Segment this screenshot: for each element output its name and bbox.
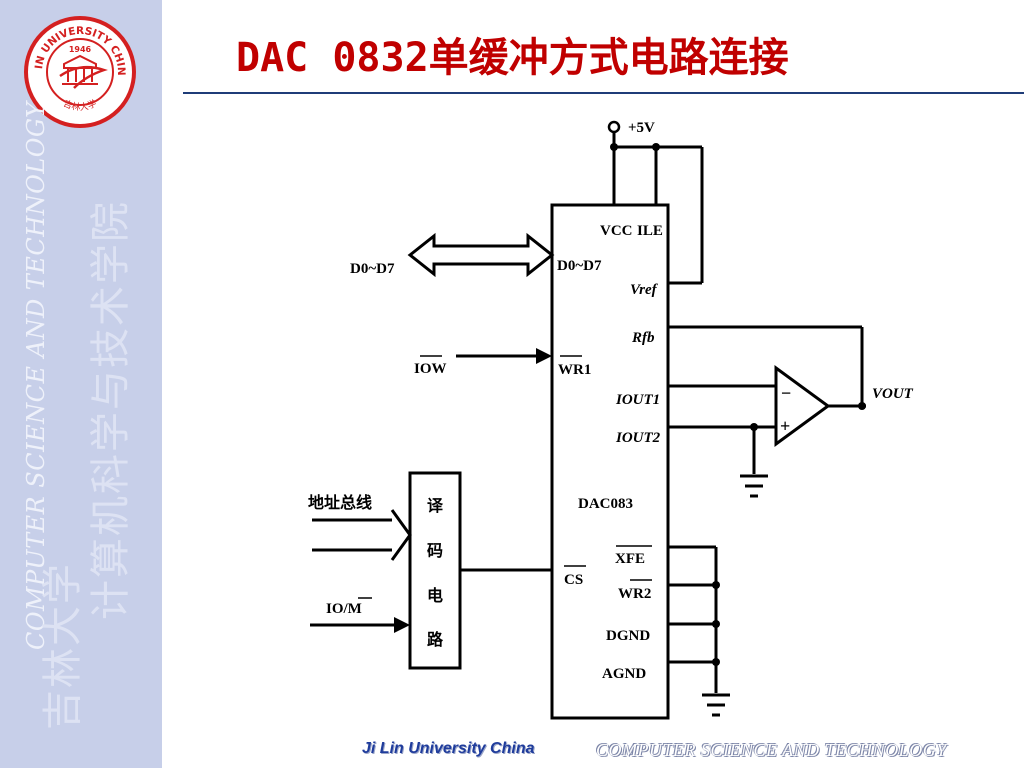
pin-vref-label: Vref — [630, 282, 659, 298]
university-logo-icon: JILIN UNIVERSITY CHINA 1946 吉林大学 — [24, 16, 136, 128]
pin-ile-label: ILE — [637, 223, 663, 239]
chip-name-label: DAC083 — [578, 496, 633, 512]
decoder-char-2: 码 — [427, 542, 443, 560]
decoder-char-3: 电 — [427, 586, 443, 605]
op-amp-symbol — [774, 365, 831, 447]
decoder-char-4: 路 — [427, 630, 444, 649]
supply-label: +5V — [628, 120, 655, 136]
data-bus-bidirectional-arrow — [407, 232, 555, 278]
iow-arrowhead — [536, 348, 552, 364]
opamp-minus-label: − — [781, 383, 791, 403]
pin-vcc-label: VCC — [600, 223, 633, 239]
pin-data-label: D0~D7 — [557, 258, 602, 274]
dac-chip-body — [550, 203, 670, 720]
pin-rfb-label: Rfb — [631, 330, 655, 346]
logo-year: 1946 — [69, 45, 92, 54]
io-m-label: IO/M — [326, 601, 362, 617]
pin-wr1-label: WR1 — [558, 362, 591, 378]
page-title: DAC 0832单缓冲方式电路连接 — [236, 35, 789, 81]
supply-terminal — [607, 120, 621, 134]
pin-agnd-label: AGND — [602, 666, 646, 682]
sidebar-panel: JILIN UNIVERSITY CHINA 1946 吉林大学 COMPUTE… — [0, 0, 162, 768]
footer-university: Ji Lin University China — [362, 740, 535, 757]
external-data-bus-label: D0~D7 — [350, 261, 395, 277]
decoder-char-1: 译 — [427, 497, 444, 515]
title-divider — [183, 92, 1024, 94]
pin-iout2-label: IOUT2 — [615, 430, 661, 446]
pin-dgnd-label: DGND — [606, 628, 650, 644]
opamp-plus-label: + — [780, 416, 790, 436]
output-label: VOUT — [872, 386, 914, 402]
footer-department: COMPUTER SCIENCE AND TECHNOLOGY — [596, 740, 947, 760]
pin-iout1-label: IOUT1 — [615, 392, 660, 408]
iow-label: IOW — [414, 361, 447, 377]
pin-wr2-label: WR2 — [618, 586, 651, 602]
pin-xfe-label: XFE — [615, 551, 645, 567]
pin-cs-label: CS — [564, 572, 583, 588]
address-bus-label: 地址总线 — [308, 493, 372, 512]
io-m-arrowhead — [394, 617, 410, 633]
